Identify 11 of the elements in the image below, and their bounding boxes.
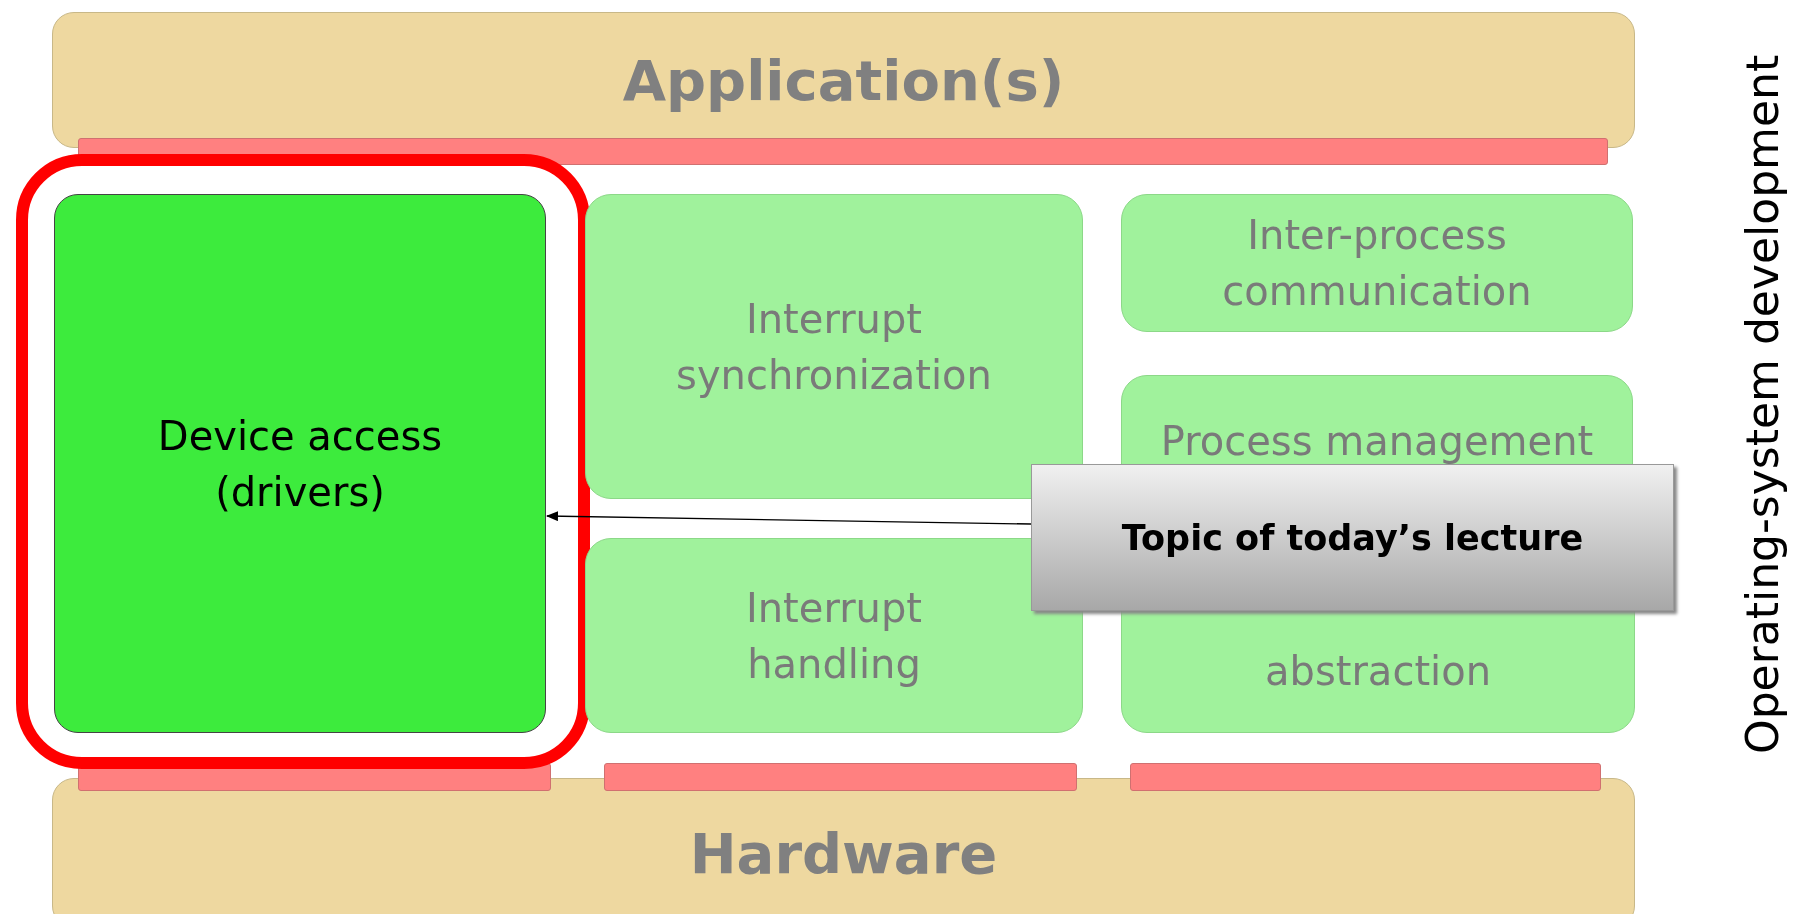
module-box: Interrupt synchronization: [585, 194, 1083, 499]
module-box: Inter-process communication: [1121, 194, 1633, 332]
interface-bar: [1130, 763, 1601, 791]
module-box: Interrupt handling: [585, 538, 1083, 733]
side-caption: Operating-system development: [1737, 54, 1788, 754]
layer-box: Hardware: [52, 778, 1635, 914]
layer-box: Application(s): [52, 12, 1635, 148]
arrow: [546, 511, 1032, 525]
interface-bar: [604, 763, 1077, 791]
driver-box: Device access (drivers): [54, 194, 546, 733]
topic-tooltip: Topic of today’s lecture: [1031, 464, 1674, 611]
